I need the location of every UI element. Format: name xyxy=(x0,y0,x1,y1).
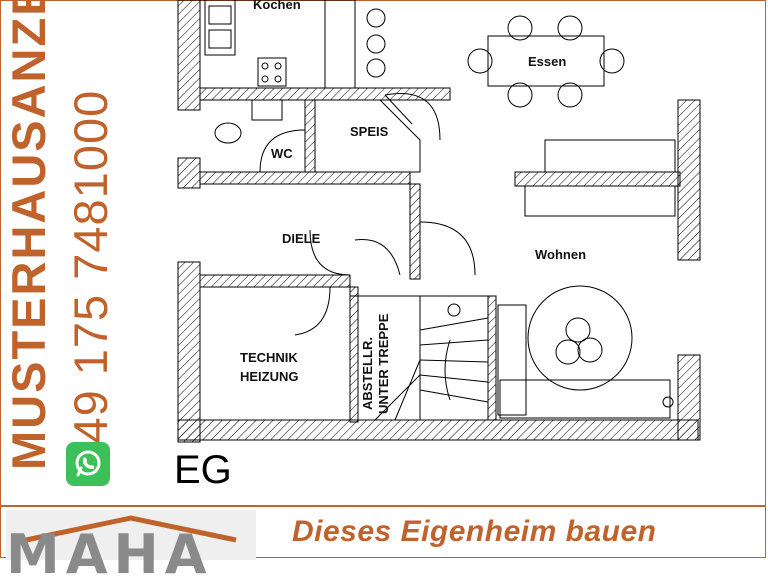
whatsapp-icon[interactable] xyxy=(66,442,110,486)
room-label-kochen: Kochen xyxy=(253,0,301,12)
dining-table xyxy=(467,15,625,108)
door-swings xyxy=(259,129,476,336)
whatsapp-glyph xyxy=(75,450,101,477)
living-furniture xyxy=(497,139,676,419)
footer-headline[interactable]: Dieses Eigenheim bauen xyxy=(292,515,657,548)
wc-fittings xyxy=(214,93,441,173)
floor-plan: Kochen Essen WC SPEIS DIELE Wohnen TECHN… xyxy=(177,0,701,443)
logo-text: MAHA xyxy=(6,523,213,586)
page-frame xyxy=(0,0,766,558)
staircase xyxy=(349,295,489,421)
room-label-wohnen: Wohnen xyxy=(535,247,586,262)
room-label-essen: Essen xyxy=(528,54,566,69)
floor-label: EG xyxy=(174,448,232,492)
side-phone-text[interactable]: +49 175 7481000 xyxy=(64,89,117,472)
footer-divider xyxy=(0,505,766,507)
room-label-unter-treppe: UNTER TREPPE xyxy=(376,313,391,414)
room-label-speis: SPEIS xyxy=(350,124,389,139)
side-brand-text: MUSTERHAUSANZE xyxy=(2,0,55,470)
room-label-technik: TECHNIK xyxy=(240,350,298,365)
room-label-abstell: ABSTELLR. xyxy=(360,337,375,410)
logo-box[interactable] xyxy=(6,510,256,560)
room-label-heizung: HEIZUNG xyxy=(240,369,299,384)
logo-roof-icon xyxy=(25,515,237,543)
kitchen-fittings xyxy=(199,0,386,89)
room-label-wc: WC xyxy=(271,146,293,161)
room-label-diele: DIELE xyxy=(282,231,321,246)
